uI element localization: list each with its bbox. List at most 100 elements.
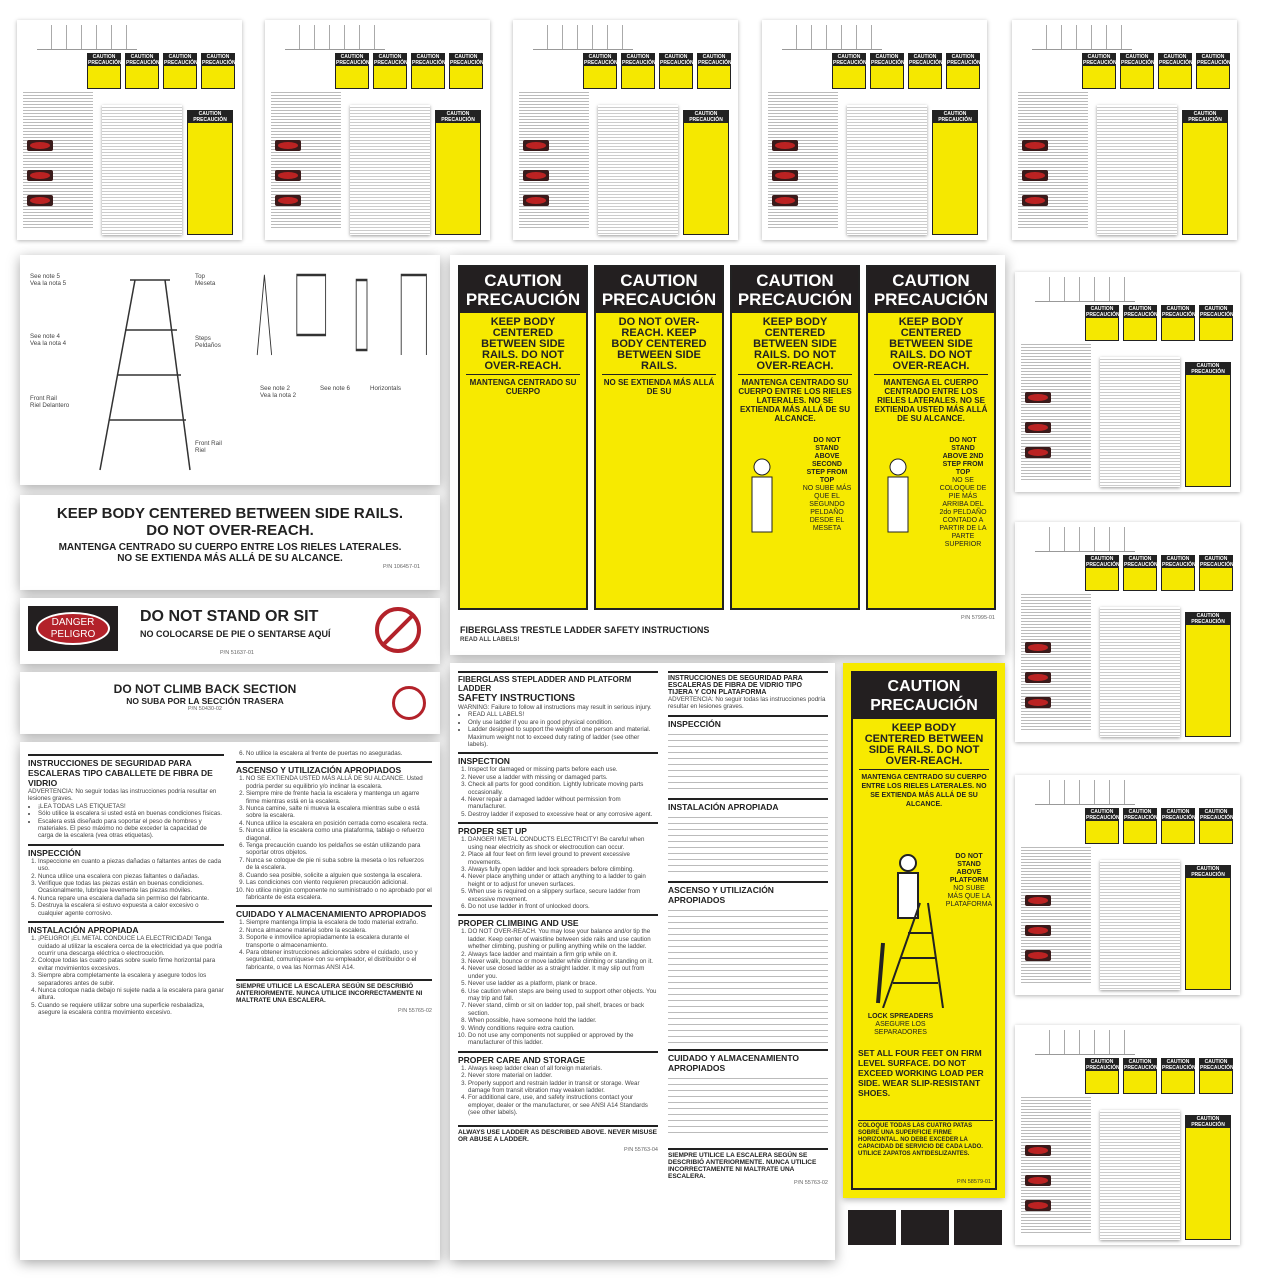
instruction-item: Inspect for damaged or missing parts bef… [468, 766, 658, 773]
callout-note6: See note 6 [320, 385, 350, 392]
english-instruction-sheet: FIBERGLASS STEPLADDER AND PLATFORM LADDE… [450, 663, 835, 1260]
instruction-item: Never use ladder as a platform, plank or… [468, 980, 658, 987]
part-number: P/N 55763-02 [794, 1179, 828, 1186]
mini-instruction-sheet [1100, 1110, 1180, 1240]
danger-badge [27, 170, 53, 181]
instruction-item: Nunca utilice la escalera en posición ce… [246, 820, 432, 827]
instruction-item: Never place anything under or attach any… [468, 873, 658, 888]
warning-es: ADVERTENCIA: No seguir todas las instruc… [668, 696, 826, 711]
instruction-item: DANGER! METAL CONDUCTS ELECTRICITY! Be c… [468, 836, 658, 851]
part-number: P/N 57995-01 [961, 615, 995, 621]
danger-badge [1022, 140, 1048, 151]
danger-badge [275, 140, 301, 151]
danger-badge [1025, 642, 1051, 653]
warning: ADVERTENCIA: No seguir todas las instruc… [28, 788, 217, 803]
instruction-text [668, 728, 828, 794]
instruction-item: Destroy ladder if exposed to excessive h… [468, 811, 658, 818]
instruction-text [668, 904, 828, 1045]
instruction-item: Nunca coloque nada debajo ni sujete nada… [38, 987, 224, 1002]
danger-badge-small [901, 1210, 949, 1245]
instruction-text [668, 811, 828, 877]
instruction-item: Use caution when steps are being used to… [468, 988, 658, 1003]
no-sitting-icon [375, 607, 421, 653]
warning: WARNING: Failure to follow all instructi… [458, 704, 652, 711]
no-climbing-icon [392, 686, 426, 720]
danger-badge [1022, 170, 1048, 181]
sheet-title: FIBERGLASS STEPLADDER AND PLATFORM LADDE… [458, 675, 632, 693]
instruction-item: Siempre mire de frente hacia la escalera… [246, 790, 432, 805]
section-heading: INSPECTION [458, 752, 658, 766]
instruction-item: Nunca utilice una escalera con piezas fa… [38, 873, 224, 880]
diagram-strip [1035, 527, 1135, 552]
section-heading: PROPER CLIMBING AND USE [458, 914, 658, 928]
danger-badge [523, 140, 549, 151]
banner-line: MANTENGA CENTRADO SU CUERPO ENTRE LOS RI… [58, 542, 402, 553]
danger-badge [27, 195, 53, 206]
section-heading: PROPER CARE AND STORAGE [458, 1050, 658, 1065]
instruction-text [1021, 342, 1091, 482]
instruction-item: No utilice la escalera al frente de puer… [246, 750, 432, 757]
instruction-text [668, 1072, 828, 1138]
section-heading: CUIDADO Y ALMACENAMIENTO APROPIADOS [236, 905, 432, 919]
instruction-item: No utilice ningún componente no suminist… [246, 887, 432, 902]
instruction-item: Soporte e inmovilice apropiadamente la e… [246, 934, 432, 949]
feet-warning: SET ALL FOUR FEET ON FIRM LEVEL SURFACE.… [858, 1048, 984, 1098]
instruction-item: When possible, have someone hold the lad… [468, 1017, 658, 1024]
danger-badge-small [954, 1210, 1002, 1245]
diagram-strip [1032, 25, 1132, 50]
instruction-item: Place all four feet on firm level ground… [468, 851, 658, 866]
mini-instruction-sheet [598, 105, 678, 235]
danger-title: DO NOT STAND OR SIT [140, 608, 319, 625]
section-heading: ASCENSO Y UTILIZACIÓN APROPIADOS [236, 761, 432, 775]
instruction-item: Never stand, climb or sit on ladder top,… [468, 1002, 658, 1017]
instruction-item: Check all parts for good condition. Ligh… [468, 781, 658, 796]
keep-body-centered-banner: KEEP BODY CENTERED BETWEEN SIDE RAILS. D… [20, 495, 440, 590]
danger-badge [1025, 950, 1051, 961]
danger-badge [1025, 672, 1051, 683]
instruction-text [519, 90, 589, 230]
bullet-item: Ladder designed to support the weight of… [468, 726, 658, 748]
part-number: P/N 106457-01 [383, 564, 420, 570]
feet-warning-es: COLOQUE TODAS LAS CUATRO PATAS SOBRE UNA… [858, 1120, 993, 1158]
instruction-item: Siempre mantenga limpia la escalera de t… [246, 919, 432, 926]
diagram-strip [285, 25, 385, 50]
instruction-item: Cuando sea posible, solicite a alguien q… [246, 872, 432, 879]
sheet-title: INSTRUCCIONES DE SEGURIDAD PARA ESCALERA… [28, 758, 213, 788]
part-number: P/N 55763-04 [624, 1146, 658, 1153]
instruction-item: Properly support and restrain ladder in … [468, 1080, 658, 1095]
danger-subtitle: NO COLOCARSE DE PIE O SENTARSE AQUÍ [140, 629, 331, 639]
back-label-title: DO NOT CLIMB BACK SECTION [113, 682, 297, 696]
danger-badge [275, 195, 301, 206]
instruction-text [23, 90, 93, 230]
mini-instruction-sheet [1100, 607, 1180, 737]
mini-instruction-sheet [847, 105, 927, 235]
